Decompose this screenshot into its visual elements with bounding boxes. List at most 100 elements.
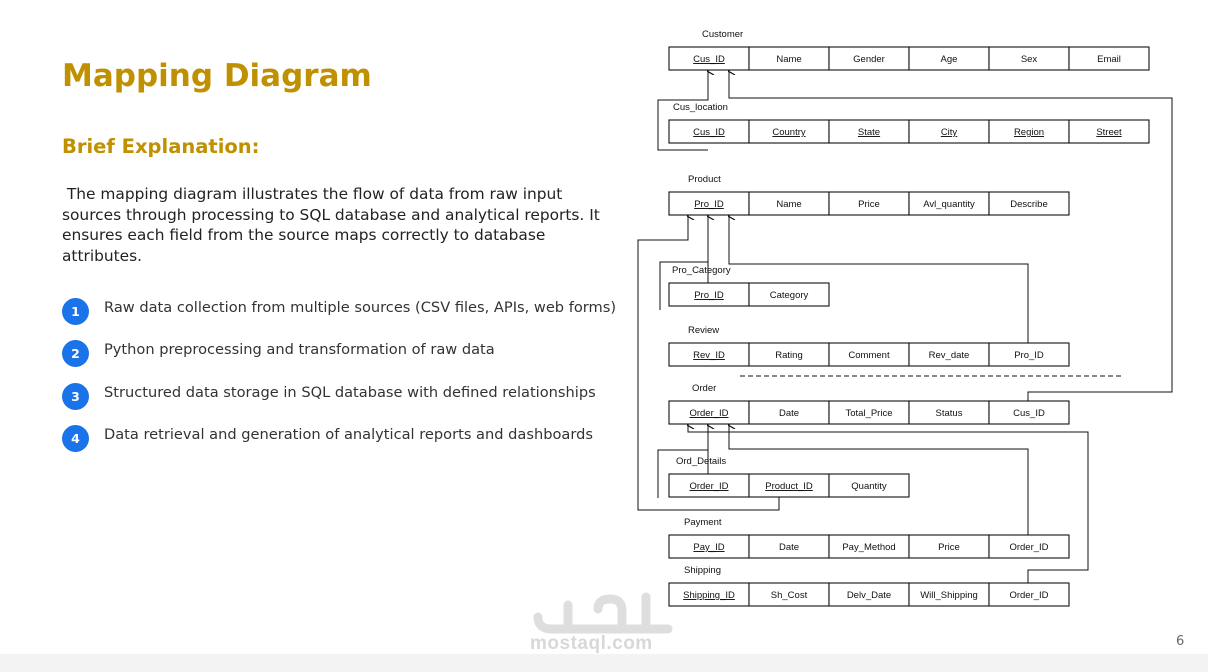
relationship-lines	[637, 71, 1173, 583]
relationship-line	[637, 216, 780, 511]
column-label: Order_ID	[1009, 590, 1048, 601]
page-number: 6	[1176, 634, 1185, 649]
step-number-badge: 1	[62, 298, 89, 325]
key-column-label: Region	[1014, 127, 1044, 138]
table-name: Payment	[684, 517, 722, 528]
column-label: Price	[938, 542, 960, 553]
column-label: Gender	[853, 54, 885, 65]
key-column-label: Rev_ID	[693, 350, 725, 361]
step-number-badge: 2	[62, 340, 89, 367]
table-name: Product	[688, 174, 721, 185]
column-label: Date	[779, 542, 799, 553]
step-text: Structured data storage in SQL database …	[104, 384, 596, 401]
table-name: Customer	[702, 29, 743, 40]
column-label: Delv_Date	[847, 590, 891, 601]
step-text: Data retrieval and generation of analyti…	[104, 426, 593, 443]
column-label: Rating	[775, 350, 802, 361]
column-label: Status	[936, 408, 963, 419]
column-label: Sex	[1021, 54, 1038, 65]
slide-subtitle: Brief Explanation:	[62, 135, 260, 158]
column-label: Name	[776, 199, 801, 210]
column-label: Email	[1097, 54, 1121, 65]
column-label: Comment	[848, 350, 890, 361]
column-cell	[988, 400, 1070, 425]
key-column-label: Order_ID	[689, 408, 728, 419]
slide-title: Mapping Diagram	[62, 58, 372, 94]
key-column-label: Cus_ID	[693, 54, 725, 65]
relationship-line	[729, 71, 1173, 401]
column-cell	[1068, 119, 1150, 144]
column-cell	[828, 473, 910, 498]
column-label: Avl_quantity	[923, 199, 975, 210]
column-cell	[988, 534, 1070, 559]
column-label: Rev_date	[929, 350, 970, 361]
column-cell	[988, 582, 1070, 607]
step-number-badge: 3	[62, 383, 89, 410]
relationship-line	[657, 71, 708, 151]
step-item: 1 Raw data collection from multiple sour…	[62, 296, 662, 325]
key-column-label: State	[858, 127, 880, 138]
key-column-label: Country	[772, 127, 806, 138]
watermark-logo-icon	[533, 592, 673, 634]
key-column-label: Pay_ID	[693, 542, 724, 553]
watermark-text: mostaql.com	[530, 633, 653, 654]
key-column-label: Shipping_ID	[683, 590, 735, 601]
relationship-line	[729, 425, 1029, 535]
column-label: Age	[941, 54, 958, 65]
relationship-line	[688, 425, 1089, 583]
table-name: Order	[692, 383, 716, 394]
relationship-line	[659, 261, 708, 310]
table-name: Shipping	[684, 565, 721, 576]
column-label: Pro_ID	[1014, 350, 1044, 361]
column-label: Will_Shipping	[920, 590, 978, 601]
column-label: Quantity	[851, 481, 887, 492]
key-column-label: Product_ID	[765, 481, 813, 492]
step-item: 2 Python preprocessing and transformatio…	[62, 338, 662, 367]
step-number-badge: 4	[62, 425, 89, 452]
key-column-label: Street	[1096, 127, 1122, 138]
column-label: Sh_Cost	[771, 590, 808, 601]
column-label: Date	[779, 408, 799, 419]
key-column-label: Cus_ID	[693, 127, 725, 138]
step-text: Raw data collection from multiple source…	[104, 299, 617, 316]
slide-footer-bar	[0, 654, 1208, 672]
column-label: Name	[776, 54, 801, 65]
explanation-paragraph: The mapping diagram illustrates the flow…	[62, 185, 605, 266]
key-column-label: Pro_ID	[694, 290, 724, 301]
column-label: Category	[770, 290, 809, 301]
column-label: Cus_ID	[1013, 408, 1045, 419]
mostaql-watermark: mostaql.com	[528, 587, 680, 659]
column-label: Total_Price	[846, 408, 893, 419]
table-name: Ord_Details	[676, 456, 726, 467]
column-label: Describe	[1010, 199, 1048, 210]
step-item: 4 Data retrieval and generation of analy…	[62, 423, 662, 452]
column-label: Pay_Method	[842, 542, 895, 553]
table-name: Pro_Category	[672, 265, 731, 276]
relationship-line	[657, 449, 708, 498]
relationship-line	[729, 216, 1029, 343]
step-text: Python preprocessing and transformation …	[104, 341, 495, 358]
key-column-label: Order_ID	[689, 481, 728, 492]
table-name: Cus_location	[673, 102, 728, 113]
column-cell	[988, 191, 1070, 216]
column-label: Order_ID	[1009, 542, 1048, 553]
step-item: 3 Structured data storage in SQL databas…	[62, 381, 662, 410]
column-cell	[1068, 46, 1150, 71]
column-cell	[748, 282, 830, 307]
column-cell	[988, 342, 1070, 367]
table-name: Review	[688, 325, 719, 336]
key-column-label: Pro_ID	[694, 199, 724, 210]
key-column-label: City	[941, 127, 958, 138]
column-label: Price	[858, 199, 880, 210]
